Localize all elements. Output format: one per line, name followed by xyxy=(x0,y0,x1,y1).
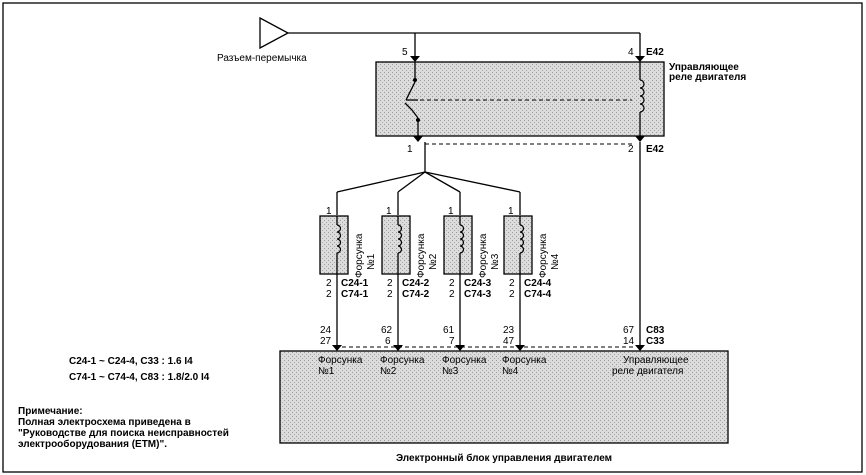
injector-1-pin-top: 1 xyxy=(326,206,332,217)
ecu-injector-1-label-line2: №1 xyxy=(318,366,335,377)
legend-line-1: C24-1 ~ C24-4, C33 : 1.6 I4 xyxy=(69,356,193,367)
injector-1-label-line1: Форсунка xyxy=(354,233,365,278)
injector-3-label-line2: №3 xyxy=(490,253,501,270)
injector-2-ecu-pin-a: 62 xyxy=(381,325,393,336)
injector-3-pin-a: 2 xyxy=(449,278,455,289)
injector-1-pin-b: 2 xyxy=(326,289,332,300)
jumper-connector-label: Разъем-перемычка xyxy=(217,53,307,64)
injector-4-conn-a: C24-4 xyxy=(524,278,552,289)
injector-3-label-line1: Форсунка xyxy=(478,233,489,278)
relay-label-line2: реле двигателя xyxy=(669,72,746,83)
note-line-2: "Руководстве для поиска неисправностей xyxy=(18,428,229,439)
note-line-1: Полная электросхема приведена в xyxy=(18,417,191,428)
note-line-3: электрооборудования (ETM)". xyxy=(18,438,167,450)
ecu-relay-label-line2: реле двигателя xyxy=(612,366,683,377)
ecu-injector-4-label-line2: №4 xyxy=(502,366,519,377)
ecu-title: Электронный блок управления двигателем xyxy=(396,452,612,464)
ecu-relay-label-line1: Управляющее xyxy=(623,355,689,366)
injector-4-box xyxy=(503,215,533,275)
injector-3-pin-b: 2 xyxy=(449,289,455,300)
ecu-injector-3-label-line2: №3 xyxy=(442,366,459,377)
injector-2-box xyxy=(381,215,411,275)
injector-4-ecu-pin-b: 47 xyxy=(503,336,515,347)
engine-ecu: Форсунка №1 Форсунка №2 Форсунка №3 Форс… xyxy=(279,345,729,444)
injector-4-label-line2: №4 xyxy=(550,253,561,270)
jumper-connector-symbol xyxy=(259,16,290,50)
injector-3-box xyxy=(443,215,473,275)
injector-2-conn-b: C74-2 xyxy=(402,289,430,300)
relay-pin-top-right: 4 xyxy=(628,47,634,58)
injector-2-pin-a: 2 xyxy=(387,278,393,289)
relay-connector-bottom: E42 xyxy=(646,144,664,155)
injector-1-label-line2: №1 xyxy=(366,253,377,270)
relay-connector-top: E42 xyxy=(646,47,664,58)
legend-line-2: C74-1 ~ C74-4, C83 : 1.8/2.0 I4 xyxy=(69,372,210,383)
ecu-relay-pin-a: 67 xyxy=(623,325,635,336)
injector-4-pin-b: 2 xyxy=(509,289,515,300)
injector-2: 1 Форсунка №2 2 2 C24-2 C74-2 62 6 xyxy=(381,206,439,350)
note-title: Примечание: xyxy=(18,406,83,417)
relay-pin-bottom-right: 2 xyxy=(628,144,634,155)
injector-4: 1 Форсунка №4 2 2 C24-4 C74-4 23 47 xyxy=(503,206,561,350)
ecu-injector-1-label-line1: Форсунка xyxy=(318,355,363,366)
injector-1-conn-a: C24-1 xyxy=(341,278,369,289)
engine-control-relay: 5 4 E42 Управляющее реле двигателя 1 2 E… xyxy=(375,33,746,155)
injector-3-conn-b: C74-3 xyxy=(464,289,492,300)
injector-3-conn-a: C24-3 xyxy=(464,278,492,289)
injector-4-ecu-pin-a: 23 xyxy=(503,325,515,336)
injector-1-box xyxy=(319,215,349,275)
injector-1-ecu-pin-b: 27 xyxy=(320,336,332,347)
injector-4-conn-b: C74-4 xyxy=(524,289,552,300)
relay-pin-bottom-left: 1 xyxy=(407,144,413,155)
ecu-relay-conn-a: C83 xyxy=(646,325,665,336)
injector-1-ecu-pin-a: 24 xyxy=(320,325,332,336)
injector-4-pin-a: 2 xyxy=(509,278,515,289)
injector-3-pin-top: 1 xyxy=(448,206,454,217)
injector-1-pin-a: 2 xyxy=(326,278,332,289)
ecu-relay-pin-b: 14 xyxy=(623,336,635,347)
injector-4-label-line1: Форсунка xyxy=(538,233,549,278)
ecu-injector-3-label-line1: Форсунка xyxy=(442,355,487,366)
ecu-injector-2-label-line2: №2 xyxy=(380,366,397,377)
injector-3: 1 Форсунка №3 2 2 C24-3 C74-3 61 7 xyxy=(443,206,501,350)
injector-4-pin-top: 1 xyxy=(508,206,514,217)
ecu-box xyxy=(279,350,729,444)
relay-box xyxy=(375,61,665,137)
injector-1-conn-b: C74-1 xyxy=(341,289,369,300)
relay-pin-top-left: 5 xyxy=(402,47,408,58)
injector-2-label-line1: Форсунка xyxy=(416,233,427,278)
injector-2-conn-a: C24-2 xyxy=(402,278,430,289)
injector-3-ecu-pin-b: 7 xyxy=(449,336,455,347)
injector-3-ecu-pin-a: 61 xyxy=(443,325,455,336)
injector-2-pin-top: 1 xyxy=(386,206,392,217)
injector-2-label-line2: №2 xyxy=(428,253,439,270)
ecu-injector-4-label-line1: Форсунка xyxy=(502,355,547,366)
injector-2-ecu-pin-b: 6 xyxy=(385,336,391,347)
relay-label-line1: Управляющее xyxy=(669,62,739,73)
ecu-injector-2-label-line1: Форсунка xyxy=(380,355,425,366)
jumper-connector: Разъем-перемычка xyxy=(217,16,640,64)
ecu-relay-conn-b: C33 xyxy=(646,336,665,347)
injector-2-pin-b: 2 xyxy=(387,289,393,300)
injector-1: 1 Форсунка №1 2 2 C24-1 C74-1 24 27 xyxy=(319,206,377,350)
